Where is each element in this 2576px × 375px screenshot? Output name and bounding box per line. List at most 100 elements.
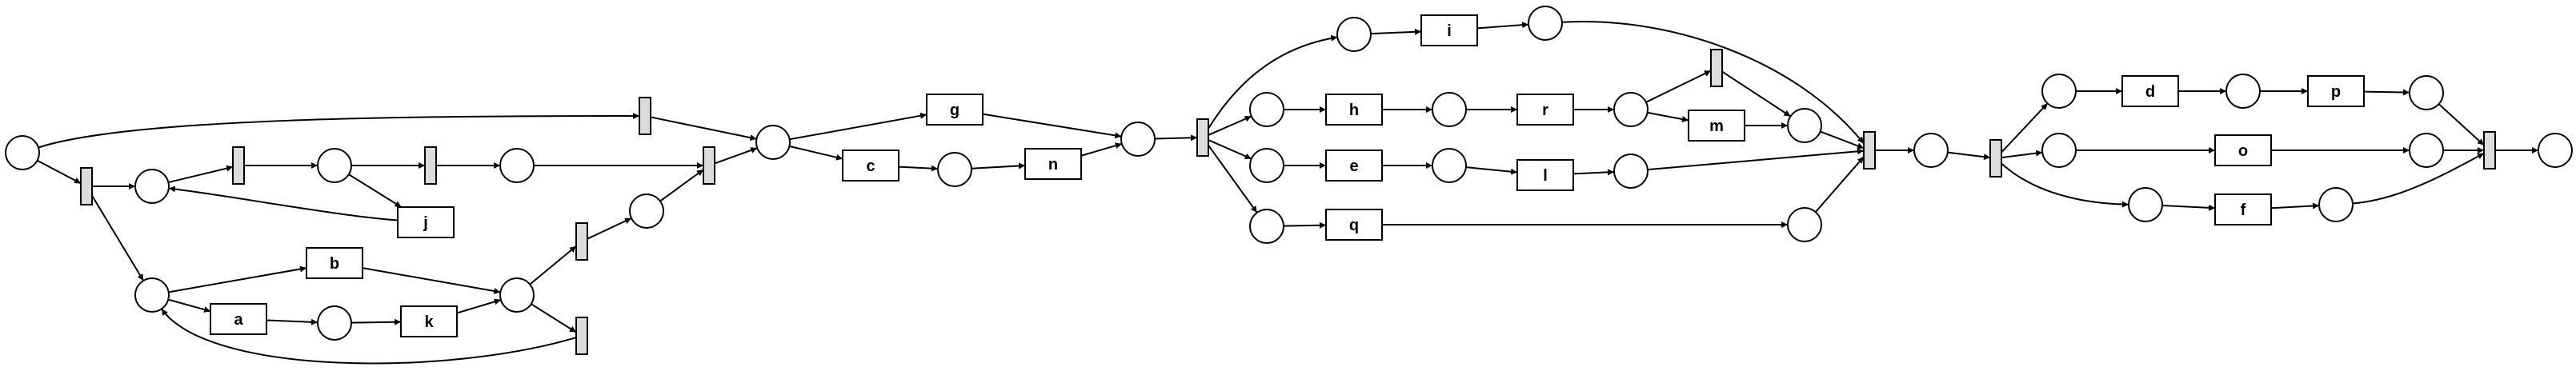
task-box [2214,193,2272,225]
place-p1[interactable] [134,169,170,204]
arc-t11-p23 [2001,102,2049,154]
place-p25[interactable] [2409,75,2444,110]
task-m[interactable]: m [1688,110,1745,142]
place-p22[interactable] [1913,133,1949,168]
arc-p-p25 [2363,89,2410,96]
task-l[interactable]: l [1516,159,1574,191]
silent-transition-t1[interactable] [80,167,93,205]
task-h[interactable]: h [1325,94,1383,126]
task-n[interactable]: n [1024,148,1082,180]
place-p27[interactable] [2041,133,2077,168]
place-p19[interactable] [1613,154,1649,189]
silent-transition-t10[interactable] [1863,131,1876,170]
place-p20[interactable] [1787,207,1822,242]
place-p23[interactable] [2041,74,2077,109]
silent-transition-t2[interactable] [232,146,245,185]
place-p8[interactable] [755,125,791,160]
silent-transition-t8[interactable] [1196,118,1209,157]
place-p13[interactable] [1249,92,1284,127]
task-label: d [2145,83,2155,101]
arc-p21-q [1283,221,1327,229]
arc-b-p6 [362,267,501,294]
place-p21[interactable] [1249,209,1284,244]
node-layer: j b a k g c n i h r m e l q d p o f [5,6,2573,355]
place-p10[interactable] [1120,122,1156,157]
task-q[interactable]: q [1325,209,1383,241]
silent-transition-t4[interactable] [639,97,651,135]
task-box [926,94,984,126]
task-box [1420,14,1478,46]
arc-p18-l [1465,166,1518,175]
silent-transition-t12[interactable] [2483,131,2496,170]
arc-p15-m [1647,111,1689,122]
place-p4[interactable] [134,277,170,313]
silent-transition-t9[interactable] [1710,49,1723,87]
arc-p1-t2 [168,165,234,184]
place-p12[interactable] [1528,6,1563,41]
place-p29[interactable] [2128,187,2163,222]
arc-k-p6 [456,298,502,314]
task-a[interactable]: a [210,303,267,335]
place-p26[interactable] [2538,133,2573,168]
task-label: q [1349,217,1359,234]
silent-transition-t7[interactable] [575,317,588,355]
task-j[interactable]: j [397,206,455,238]
place-p6[interactable] [499,277,535,313]
task-k[interactable]: k [400,305,458,337]
arc-t11-p27 [2001,150,2043,159]
task-box [2214,134,2272,166]
place-p15[interactable] [1613,92,1649,127]
task-i[interactable]: i [1420,14,1478,46]
arc-i-p12 [1476,22,1529,30]
place-p7[interactable] [629,193,664,229]
place-p16[interactable] [1787,108,1822,143]
arc-p8-g [789,112,927,141]
place-p28[interactable] [2409,133,2444,168]
task-box [306,247,363,279]
arc-t9-p16 [1721,70,1791,118]
task-f[interactable]: f [2214,193,2272,225]
silent-transition-t5[interactable] [575,222,588,261]
task-o[interactable]: o [2214,134,2272,166]
task-p[interactable]: p [2307,75,2365,107]
place-p5[interactable] [317,305,352,341]
task-c[interactable]: c [842,150,899,182]
arc-p0-t1 [37,159,82,185]
task-box [1516,94,1574,126]
arc-t8-p17 [1208,139,1252,160]
place-p11[interactable] [1336,17,1372,52]
arc-p29-f [2161,204,2216,211]
silent-transition-t11[interactable] [1989,139,2002,178]
arc-t1-p4 [91,195,145,281]
arc-t4-p8 [650,116,757,142]
arc-t5-p7 [587,217,632,240]
task-label: e [1349,158,1358,175]
place-p0[interactable] [5,135,40,170]
task-label: c [866,158,875,175]
place-p18[interactable] [1432,148,1467,183]
task-r[interactable]: r [1516,94,1574,126]
arc-t6-p8 [714,147,758,165]
task-label: m [1709,118,1724,135]
task-box [842,150,899,182]
task-d[interactable]: d [2121,75,2179,107]
arc-p15-t9 [1645,70,1712,103]
place-p24[interactable] [2225,74,2261,109]
task-label: j [423,214,428,232]
place-p14[interactable] [1432,92,1467,127]
arc-p4-b [168,265,307,293]
task-box [1325,150,1383,182]
silent-transition-t6[interactable] [703,146,715,185]
silent-transition-t3[interactable] [424,146,437,185]
place-p9[interactable] [937,152,972,187]
task-b[interactable]: b [306,247,363,279]
task-g[interactable]: g [926,94,984,126]
place-p3[interactable] [499,148,535,183]
arc-p0-t4 [38,113,640,149]
place-p2[interactable] [317,148,352,183]
place-p30[interactable] [2318,187,2354,222]
place-p17[interactable] [1249,148,1284,183]
task-label: o [2238,142,2248,160]
task-e[interactable]: e [1325,150,1383,182]
